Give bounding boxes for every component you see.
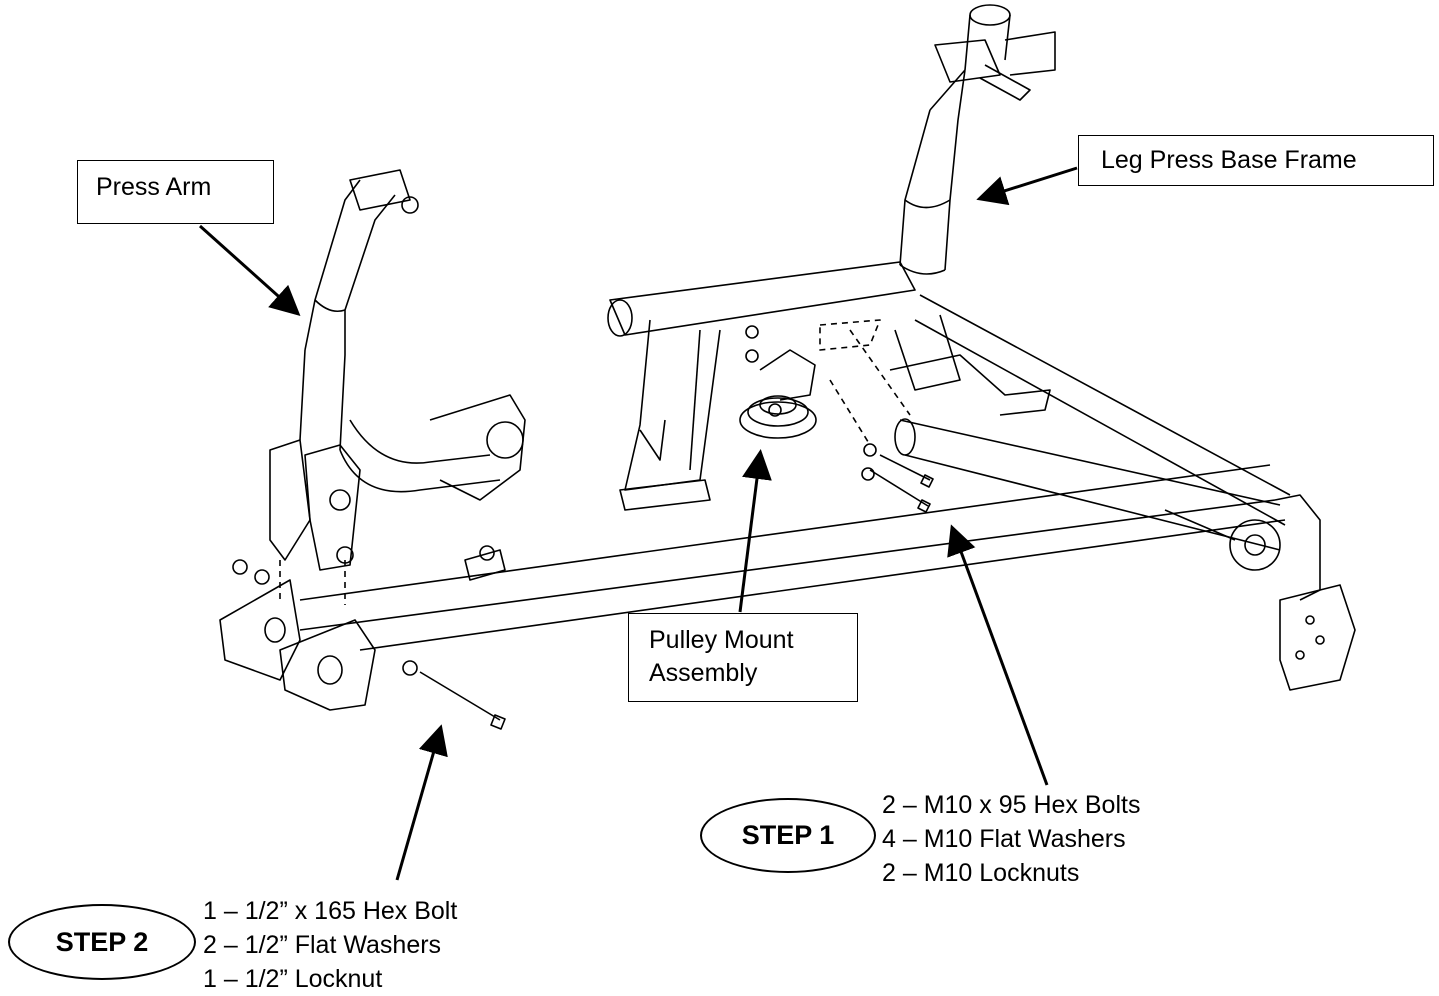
step2-oval: STEP 2 (8, 904, 196, 980)
pulley-mount-leader-arrow (738, 449, 772, 613)
pulley-mount-label-line1: Pulley Mount (649, 626, 794, 654)
pulley-mount-label-line2: Assembly (649, 659, 758, 687)
step2-part-item: 1 – 1/2” x 165 Hex Bolt (203, 897, 458, 925)
press-arm-label-text: Press Arm (96, 173, 212, 201)
step2-leader-arrow (395, 724, 448, 881)
base-frame-leader-arrow (976, 166, 1078, 206)
step1-parts-list: 2 – M10 x 95 Hex Bolts 4 – M10 Flat Wash… (882, 788, 1140, 890)
callout-arrows (198, 166, 1078, 881)
step1-leader-arrow (947, 524, 1049, 786)
step2-part-item: 1 – 1/2” Locknut (203, 965, 383, 993)
leg-press-base-frame-label: Leg Press Base Frame (1078, 135, 1434, 186)
step1-part-item: 2 – M10 Locknuts (882, 859, 1080, 887)
step1-part-item: 2 – M10 x 95 Hex Bolts (882, 791, 1141, 819)
step1-oval: STEP 1 (700, 798, 876, 873)
step2-title: STEP 2 (55, 926, 149, 957)
leg-press-base-frame-label-text: Leg Press Base Frame (1101, 146, 1357, 174)
step2-parts-list: 1 – 1/2” x 165 Hex Bolt 2 – 1/2” Flat Wa… (203, 894, 457, 996)
press-arm-leader-arrow (198, 224, 301, 317)
step2-part-item: 2 – 1/2” Flat Washers (203, 931, 442, 959)
press-arm-label: Press Arm (77, 160, 274, 224)
step1-part-item: 4 – M10 Flat Washers (882, 825, 1126, 853)
pulley-mount-assembly-label: Pulley Mount Assembly (628, 613, 858, 702)
frame-illustration (219, 4, 1356, 730)
step1-title: STEP 1 (741, 820, 835, 850)
